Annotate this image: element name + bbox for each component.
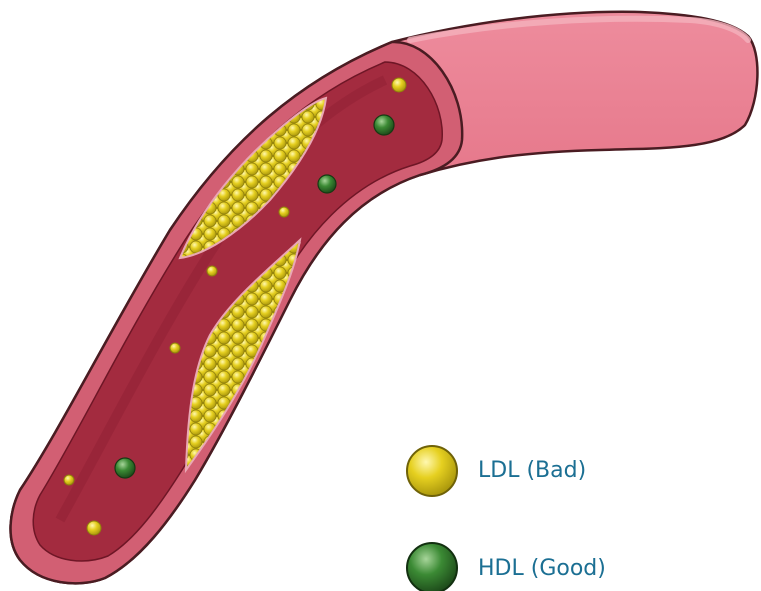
ldl-particle [207, 266, 217, 276]
legend [407, 446, 457, 591]
legend-hdl-label: HDL (Good) [478, 556, 606, 581]
ldl-particle [279, 207, 289, 217]
hdl-particle [318, 175, 336, 193]
ldl-particle [87, 521, 101, 535]
hdl-particle [374, 115, 394, 135]
legend-ldl-label: LDL (Bad) [478, 458, 586, 483]
legend-ldl-swatch [407, 446, 457, 496]
legend-hdl-swatch [407, 543, 457, 591]
hdl-particle [115, 458, 135, 478]
ldl-particle [392, 78, 406, 92]
ldl-particle [64, 475, 74, 485]
ldl-particle [170, 343, 180, 353]
